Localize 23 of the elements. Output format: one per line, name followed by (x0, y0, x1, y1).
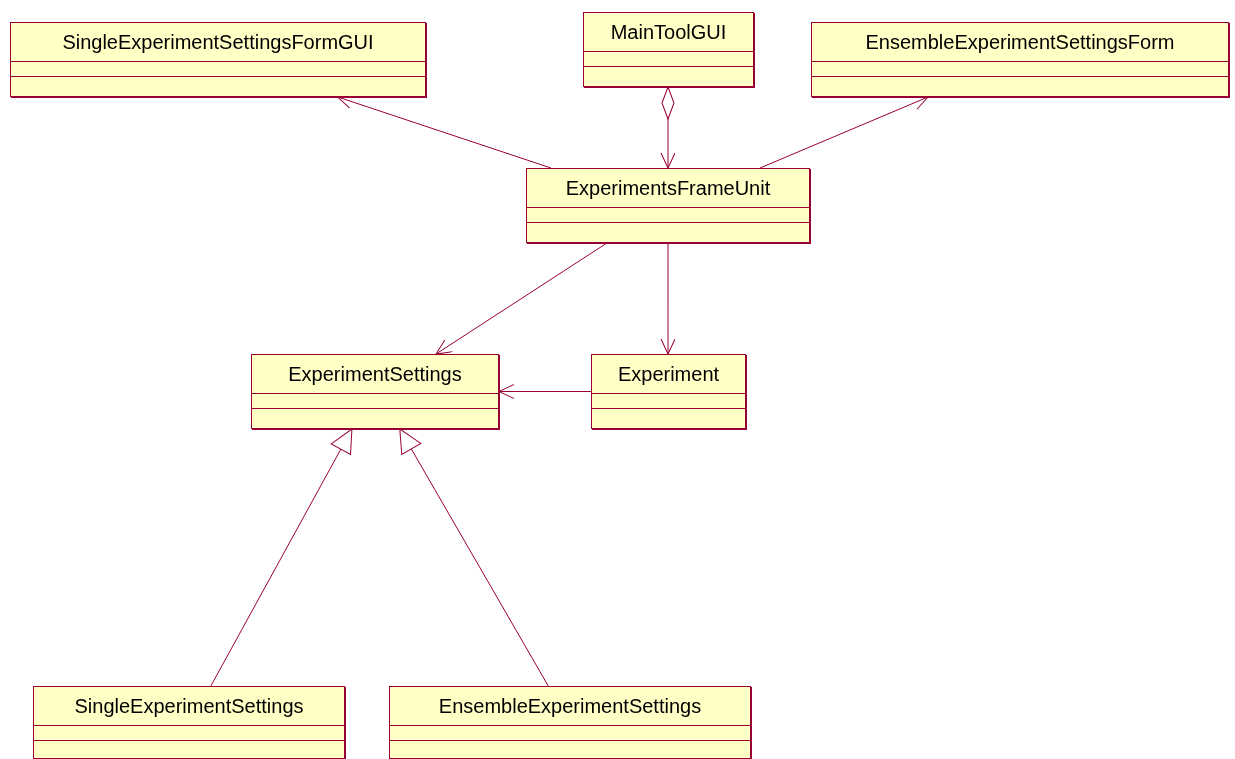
generalization-arrow (210, 428, 353, 687)
class-box (526, 168, 810, 243)
class-box (251, 354, 499, 429)
class-name: ExperimentsFrameUnit (565, 176, 771, 201)
class-box (811, 22, 1229, 97)
association-arrow (759, 95, 929, 169)
class-box (389, 686, 751, 759)
class-name: EnsembleExperimentSettingsForm (865, 30, 1175, 55)
class-box (33, 686, 345, 759)
association-arrow (660, 242, 676, 355)
generalization-arrow (399, 428, 549, 687)
class-name: SingleExperimentSettingsFormGUI (62, 30, 374, 55)
aggregation-arrow (660, 86, 676, 169)
class-box (10, 22, 426, 97)
class-name: Experiment (617, 362, 720, 387)
class-box (583, 12, 754, 87)
association-arrow (498, 384, 592, 399)
class-name: MainToolGUI (610, 20, 727, 45)
class-name: ExperimentSettings (288, 362, 462, 387)
association-arrow (435, 242, 608, 355)
class-name: SingleExperimentSettings (74, 694, 304, 719)
class-box (591, 354, 746, 429)
class-name: EnsembleExperimentSettings (438, 694, 702, 719)
